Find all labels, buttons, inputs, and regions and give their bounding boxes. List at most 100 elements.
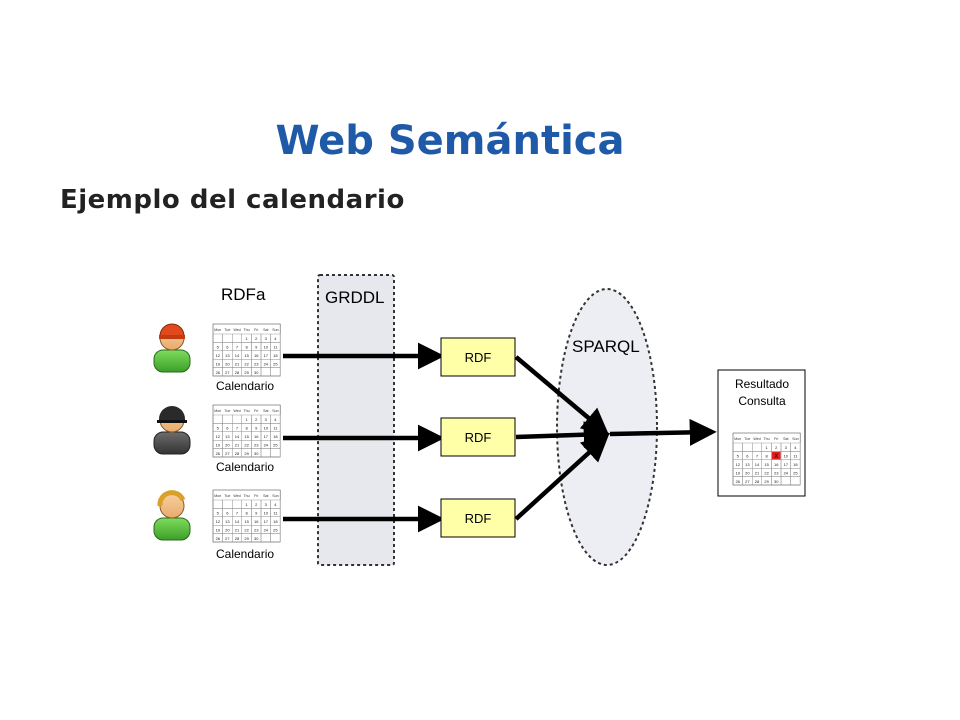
calendar-day: 1 [245, 336, 248, 341]
calendar-day: 12 [216, 519, 221, 524]
calendar-day: 7 [236, 426, 239, 431]
calendar-day: 10 [264, 511, 269, 516]
calendar-day: 28 [755, 479, 760, 484]
calendar-day: 6 [226, 511, 229, 516]
calendar-day: 14 [235, 434, 240, 439]
calendar-frame [212, 323, 281, 377]
calendar-day: 22 [244, 527, 249, 532]
calendar-day: 6 [746, 454, 749, 459]
calendar-day: 11 [273, 426, 278, 431]
calendar-header-cell: Sat [263, 328, 268, 332]
calendar-highlight-cell [771, 451, 781, 460]
calendar-day: 26 [736, 479, 741, 484]
calendar-day: 7 [236, 345, 239, 350]
calendar-frame [212, 489, 281, 543]
calendar-header-cell: Sat [263, 409, 268, 413]
calendar-cell [270, 533, 281, 543]
calendar-day: 7 [756, 454, 759, 459]
calendar-day: 20 [745, 470, 750, 475]
calendar-day: 4 [274, 502, 277, 507]
calendar-day: 14 [755, 462, 760, 467]
calendar-label-3: Calendario [216, 547, 274, 561]
calendar-day: 17 [264, 353, 269, 358]
calendar-day: 16 [254, 434, 259, 439]
calendar-day: 20 [225, 361, 230, 366]
calendar-day: 5 [217, 426, 220, 431]
calendar-day: 14 [235, 353, 240, 358]
calendar-day: 17 [264, 519, 269, 524]
calendar-day: 27 [225, 370, 230, 375]
calendar-header-cell: Thu [243, 494, 249, 498]
calendar-day: 1 [765, 445, 768, 450]
user-black-hat-icon [153, 406, 191, 455]
calendar-header-cell: Sun [272, 328, 278, 332]
calendar-day: 7 [236, 511, 239, 516]
calendar-day: 29 [244, 451, 249, 456]
calendar-header-cell: Thu [243, 409, 249, 413]
calendar-header-cell: Tue [224, 328, 230, 332]
calendar-header-cell: Mon [214, 409, 221, 413]
calendar-day: 15 [244, 353, 249, 358]
calendar-header-cell: Fri [254, 409, 258, 413]
calendar-day: 23 [254, 442, 259, 447]
calendar-day: 15 [244, 434, 249, 439]
calendar-day: 9 [255, 345, 258, 350]
calendar-day: 3 [265, 336, 268, 341]
calendar-day: 10 [264, 345, 269, 350]
user-red-cap-icon [153, 323, 191, 373]
calendar-day: 5 [217, 511, 220, 516]
calendar-day: 18 [273, 434, 278, 439]
calendar-day: 5 [737, 454, 740, 459]
calendar-day: 2 [775, 445, 778, 450]
grddl-label: GRDDL [325, 288, 385, 307]
rdf-box-1: RDF [440, 337, 516, 377]
calendar-day: 21 [235, 361, 240, 366]
calendar-day: 29 [244, 536, 249, 541]
calendar-day: 28 [235, 536, 240, 541]
calendar-day: 8 [245, 426, 248, 431]
calendar-day: 21 [755, 470, 760, 475]
arrow-sparql-to-result [609, 418, 717, 446]
calendar-header-cell: Wed [233, 409, 240, 413]
calendar-day: 21 [235, 442, 240, 447]
calendar-header-cell: Sat [783, 437, 788, 441]
calendar-day: 30 [254, 370, 259, 375]
calendar-header-cell: Sun [792, 437, 798, 441]
calendar-day: 11 [273, 511, 278, 516]
calendar-day: 8 [245, 345, 248, 350]
calendar-day: 19 [216, 361, 221, 366]
calendar-header-cell: Mon [734, 437, 741, 441]
calendar-day: 18 [793, 462, 798, 467]
calendar-day: 24 [264, 442, 269, 447]
calendar-header-cell: Sat [263, 494, 268, 498]
calendar-header-cell: Sun [272, 494, 278, 498]
calendar-header-cell: Fri [254, 494, 258, 498]
calendar-header-cell: Tue [224, 494, 230, 498]
calendar-day: 27 [225, 536, 230, 541]
calendar-day: 25 [273, 527, 278, 532]
sparql-label: SPARQL [572, 337, 640, 356]
result-title-line2: Consulta [738, 394, 786, 408]
sparql-ellipse [556, 288, 658, 566]
calendar-cell [270, 448, 281, 458]
calendar-day: 3 [265, 502, 268, 507]
calendar-day: 24 [264, 361, 269, 366]
calendar-day: 23 [254, 361, 259, 366]
calendar-day: 6 [226, 426, 229, 431]
calendar-day: 6 [226, 345, 229, 350]
result-title-line1: Resultado [735, 377, 789, 391]
calendar-day: 15 [244, 519, 249, 524]
calendar-day: 26 [216, 536, 221, 541]
calendar-day: 23 [254, 527, 259, 532]
calendar-day: 30 [774, 479, 779, 484]
calendar-day: 25 [273, 442, 278, 447]
calendar-day: 30 [254, 451, 259, 456]
calendar-day: 9 [255, 511, 258, 516]
calendar-day: 17 [784, 462, 789, 467]
calendar-day: 2 [255, 502, 258, 507]
calendar-day: 28 [235, 370, 240, 375]
calendar-header-cell: Thu [763, 437, 769, 441]
calendar-header-cell: Wed [753, 437, 760, 441]
